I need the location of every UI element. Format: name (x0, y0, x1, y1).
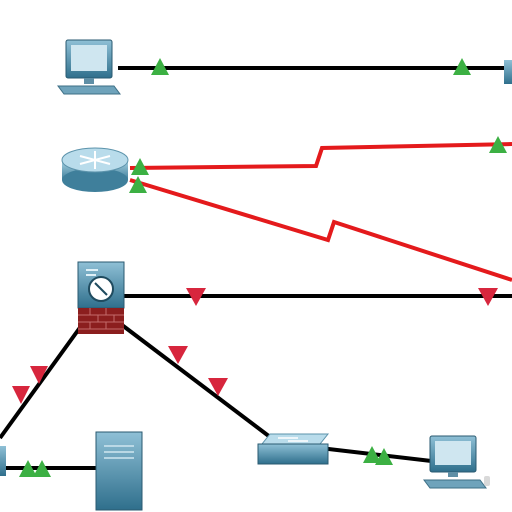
pc-icon[interactable] (423, 435, 490, 489)
link-down-indicator (168, 346, 188, 364)
serial-link-router-lower[interactable] (129, 178, 512, 282)
link-down-indicator (208, 378, 228, 396)
switch-icon[interactable] (257, 433, 330, 465)
router-icon[interactable] (61, 147, 129, 192)
link-switch-to-pc[interactable] (319, 446, 441, 464)
pc-icon[interactable] (57, 39, 121, 95)
link-down-indicator (12, 386, 30, 404)
link-up-indicator (131, 158, 149, 175)
link-up-indicator (453, 58, 471, 75)
link-up-indicator (489, 136, 507, 153)
link-firewall-to-switch[interactable] (116, 320, 276, 442)
link-up-indicator (33, 460, 51, 477)
firewall-icon[interactable] (77, 261, 125, 334)
link-up-indicator (129, 176, 147, 193)
link-up-indicator (363, 446, 381, 463)
device-icon[interactable] (0, 446, 6, 476)
serial-link-router-upper[interactable] (129, 142, 512, 170)
link-firewall-to-bottom-left[interactable] (0, 320, 86, 440)
link-down-indicator (186, 288, 206, 306)
link-up-indicator (375, 448, 393, 465)
link-up-indicator (151, 58, 169, 75)
link-up-indicator (19, 460, 37, 477)
link-down-indicator (478, 288, 498, 306)
pc-icon[interactable] (504, 60, 512, 84)
link-down-indicator (30, 366, 48, 384)
server-icon[interactable] (95, 431, 143, 511)
